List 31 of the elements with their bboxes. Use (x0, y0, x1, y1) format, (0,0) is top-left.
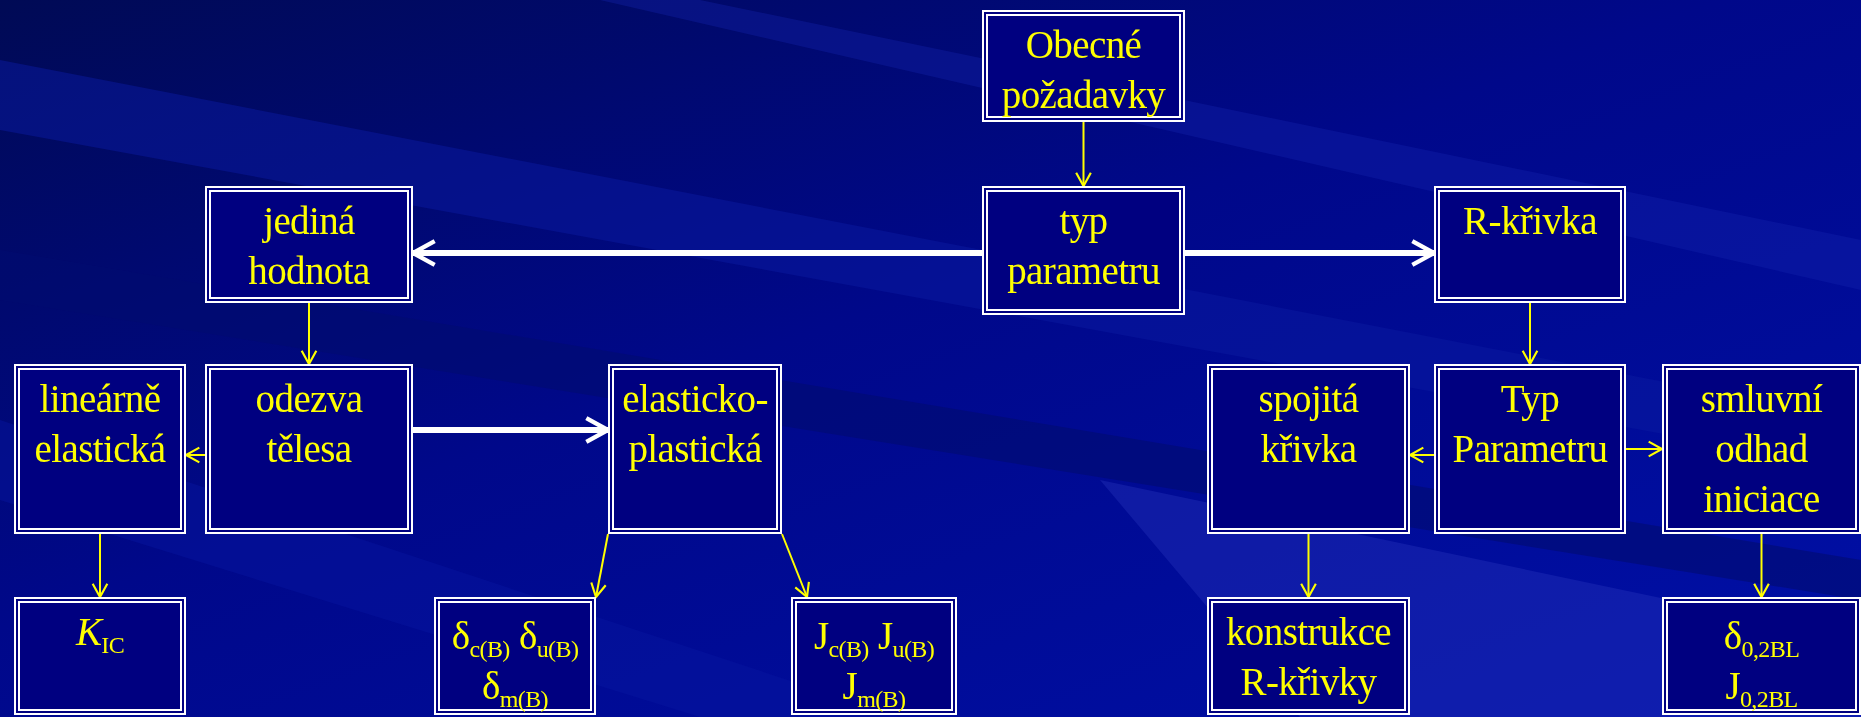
process-box (1207, 597, 1410, 715)
process-box (982, 10, 1185, 122)
process-box (791, 597, 957, 715)
process-box (14, 597, 186, 715)
process-box (1434, 364, 1626, 534)
process-box (205, 186, 413, 303)
box-text: odezva tělesa (254, 376, 364, 472)
box-text: δ$_{0,2BL}$ (1722, 613, 1801, 661)
box-text: K$_{IC}$ (74, 609, 126, 657)
process-box (14, 364, 186, 534)
process-box (434, 597, 596, 715)
box-text: konstrukce R-křivky (1224, 609, 1393, 706)
box-text: spojitá křivka (1257, 376, 1360, 472)
box-text: lineárně elastická (33, 376, 167, 472)
box-text: Typ Parametru (1451, 376, 1609, 472)
box-text: elasticko-plastická (621, 376, 769, 473)
process-box (1207, 364, 1410, 534)
box-text: Obecné požadavky (1000, 22, 1167, 119)
box-text: jediná hodnota (247, 198, 371, 294)
process-box (982, 186, 1185, 315)
box-text: smluvní odhad iniciace (1699, 376, 1824, 522)
box-text: J$_{0,2BL}$ (1724, 662, 1799, 711)
process-box (1434, 186, 1626, 303)
box-text: δ$_{c(B)}$ δ$_{u(B)}$ δ$_{m(B)}$ (450, 613, 580, 711)
process-box (205, 364, 413, 534)
box-text: J$_{c(B)}$ J$_{u(B)}$ J$_{m(B)}$ (812, 613, 936, 711)
box-text: typ parametru (1006, 198, 1161, 295)
box-text: R-křivka (1462, 198, 1598, 244)
process-box (1662, 364, 1861, 534)
process-box (608, 364, 782, 534)
process-box (1662, 597, 1861, 715)
